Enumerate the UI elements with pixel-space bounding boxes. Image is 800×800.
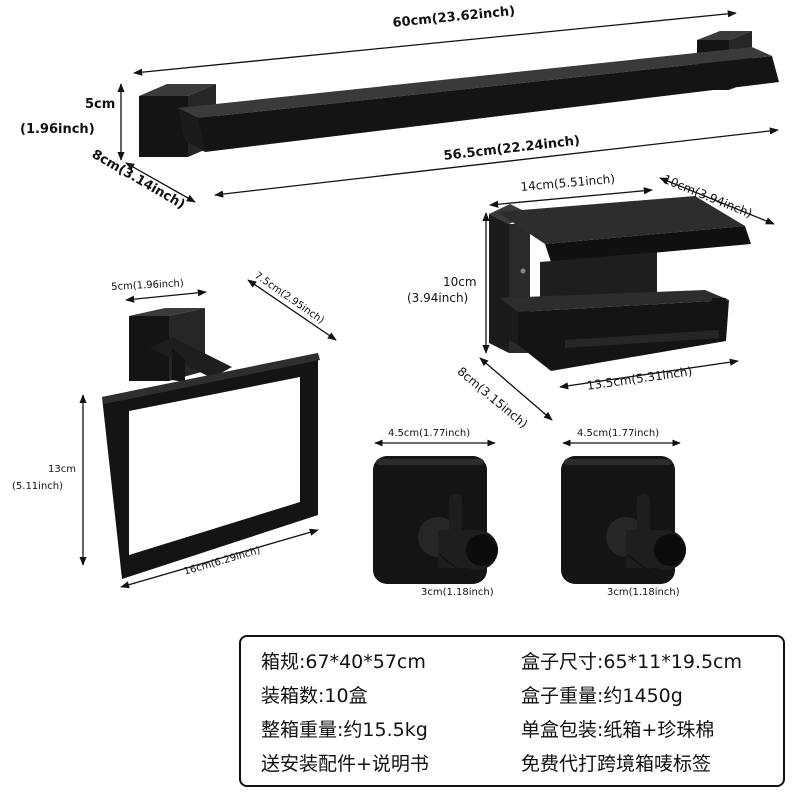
hook-1-width-label: 4.5cm(1.77inch): [388, 428, 471, 439]
hook-1: [373, 456, 498, 584]
spec-carton-size: 箱规:67*40*57cm: [261, 651, 426, 673]
towel-bar-height-inch-label: (1.96inch): [20, 122, 95, 137]
towel-ring-height-inch-label: (5.11inch): [12, 481, 64, 492]
hook-2: [561, 456, 686, 584]
spec-carton-quantity: 装箱数:10盒: [261, 685, 368, 707]
spec-box-weight: 盒子重量:约1450g: [521, 685, 683, 707]
towel-ring-dimension-lines: [79, 279, 337, 589]
spec-carton-weight: 整箱重量:约15.5kg: [261, 719, 428, 741]
hook-2-depth-label: 3cm(1.18inch): [607, 587, 680, 598]
hook-2-dimension-lines: [562, 439, 681, 584]
paper-holder-height-inch-label: (3.94inch): [407, 291, 469, 305]
towel-bar: [139, 31, 779, 157]
towel-bar-dimension-lines: [117, 10, 779, 203]
paper-holder: [489, 196, 751, 371]
spec-labeling: 免费代打跨境箱唛标签: [521, 753, 712, 775]
spec-packaging: 单盒包装:纸箱+珍珠棉: [521, 719, 715, 741]
towel-ring: [102, 308, 320, 579]
towel-ring-height-cm-label: 13cm: [48, 464, 76, 475]
hook-1-depth-label: 3cm(1.18inch): [421, 587, 494, 598]
towel-bar-height-cm-label: 5cm: [85, 97, 116, 112]
spec-accessories: 送安装配件+说明书: [261, 753, 429, 775]
paper-holder-dimension-lines: [479, 177, 775, 421]
hook-1-dimension-lines: [374, 439, 496, 584]
paper-holder-height-cm-label: 10cm: [443, 275, 477, 289]
spec-box-size: 盒子尺寸:65*11*19.5cm: [521, 651, 743, 673]
hook-2-width-label: 4.5cm(1.77inch): [577, 428, 660, 439]
spec-box: 箱规:67*40*57cm 装箱数:10盒 整箱重量:约15.5kg 送安装配件…: [239, 635, 785, 787]
